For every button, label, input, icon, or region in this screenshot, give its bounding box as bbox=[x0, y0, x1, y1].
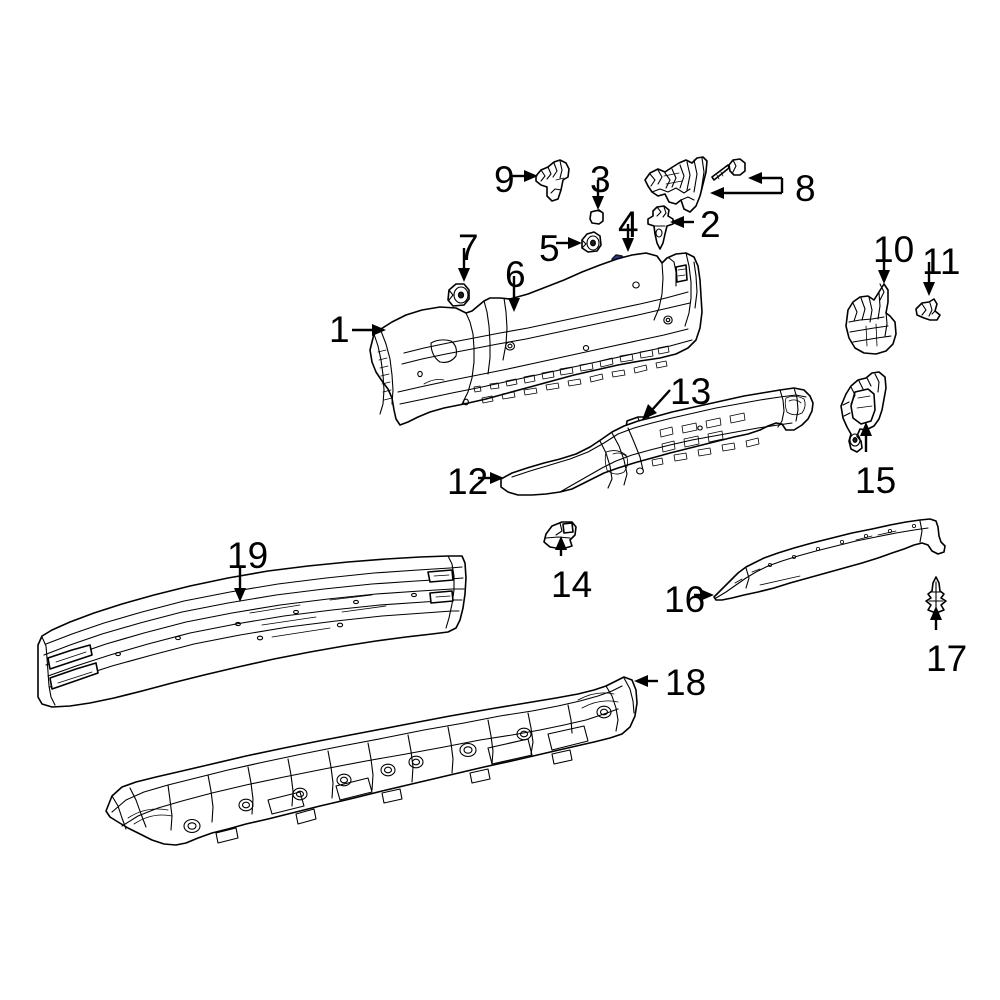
part-10-right-side-bracket[interactable] bbox=[845, 283, 897, 355]
leader-13 bbox=[642, 389, 671, 420]
callout-number-11[interactable]: 11 bbox=[922, 241, 961, 282]
part-18-energy-absorber[interactable] bbox=[105, 676, 638, 846]
part-1-rear-bumper-cover[interactable] bbox=[369, 252, 703, 426]
part-11-clip[interactable] bbox=[915, 298, 941, 321]
leader-18 bbox=[634, 675, 658, 687]
leader-2 bbox=[670, 216, 694, 228]
leader-6 bbox=[508, 276, 520, 312]
leader-12 bbox=[478, 472, 504, 484]
callout-number-18[interactable]: 18 bbox=[665, 662, 707, 703]
leader-16 bbox=[694, 589, 714, 601]
callout-number-9[interactable]: 9 bbox=[494, 159, 515, 200]
part-7-cover-clip[interactable] bbox=[447, 283, 470, 307]
part-8b-upper-right-bracket[interactable] bbox=[644, 156, 708, 213]
leader-9 bbox=[512, 170, 538, 182]
part-9-side-retainer-bracket[interactable] bbox=[535, 159, 570, 202]
part-3-grommet-plug[interactable] bbox=[589, 209, 604, 225]
part-15-bracket-assembly[interactable] bbox=[840, 371, 887, 453]
leader-19 bbox=[234, 568, 246, 602]
callout-number-7[interactable]: 7 bbox=[458, 227, 479, 268]
leader-4 bbox=[622, 224, 634, 252]
leader-7 bbox=[458, 248, 470, 282]
part-2-retainer-clip[interactable] bbox=[647, 205, 674, 250]
part-14-retainer-nut[interactable] bbox=[543, 521, 577, 550]
callout-number-14[interactable]: 14 bbox=[551, 564, 593, 605]
callout-number-16[interactable]: 16 bbox=[664, 579, 706, 620]
callout-number-12[interactable]: 12 bbox=[447, 461, 489, 502]
leader-15 bbox=[860, 422, 872, 452]
part-12-lower-valance-cover[interactable] bbox=[500, 387, 814, 496]
callout-number-8[interactable]: 8 bbox=[795, 168, 816, 209]
callout-number-17[interactable]: 17 bbox=[926, 638, 968, 679]
leader-10 bbox=[878, 250, 890, 284]
callout-number-15[interactable]: 15 bbox=[855, 460, 897, 501]
callout-number-6[interactable]: 6 bbox=[505, 254, 526, 295]
callout-number-1[interactable]: 1 bbox=[329, 309, 350, 350]
callout-number-2[interactable]: 2 bbox=[700, 204, 721, 245]
leader-3 bbox=[592, 180, 604, 210]
leader-17 bbox=[930, 606, 942, 630]
callout-number-4[interactable]: 4 bbox=[618, 204, 639, 245]
leader-lines bbox=[234, 170, 942, 687]
callout-number-5[interactable]: 5 bbox=[539, 228, 560, 269]
leader-8 bbox=[710, 172, 784, 199]
leader-5 bbox=[556, 237, 582, 249]
part-8-bolt[interactable] bbox=[711, 158, 746, 181]
callout-number-19[interactable]: 19 bbox=[227, 535, 269, 576]
part-16-lower-trim-molding[interactable] bbox=[713, 518, 946, 601]
leader-11 bbox=[923, 262, 935, 296]
part-19-bumper-reinforcement-beam[interactable] bbox=[37, 555, 467, 708]
callout-number-13[interactable]: 13 bbox=[670, 371, 712, 412]
callout-number-3[interactable]: 3 bbox=[590, 159, 611, 200]
leader-14 bbox=[555, 536, 567, 556]
leader-1 bbox=[352, 324, 386, 336]
part-5-push-pin-clip[interactable] bbox=[581, 231, 602, 253]
callout-number-10[interactable]: 10 bbox=[873, 229, 915, 270]
